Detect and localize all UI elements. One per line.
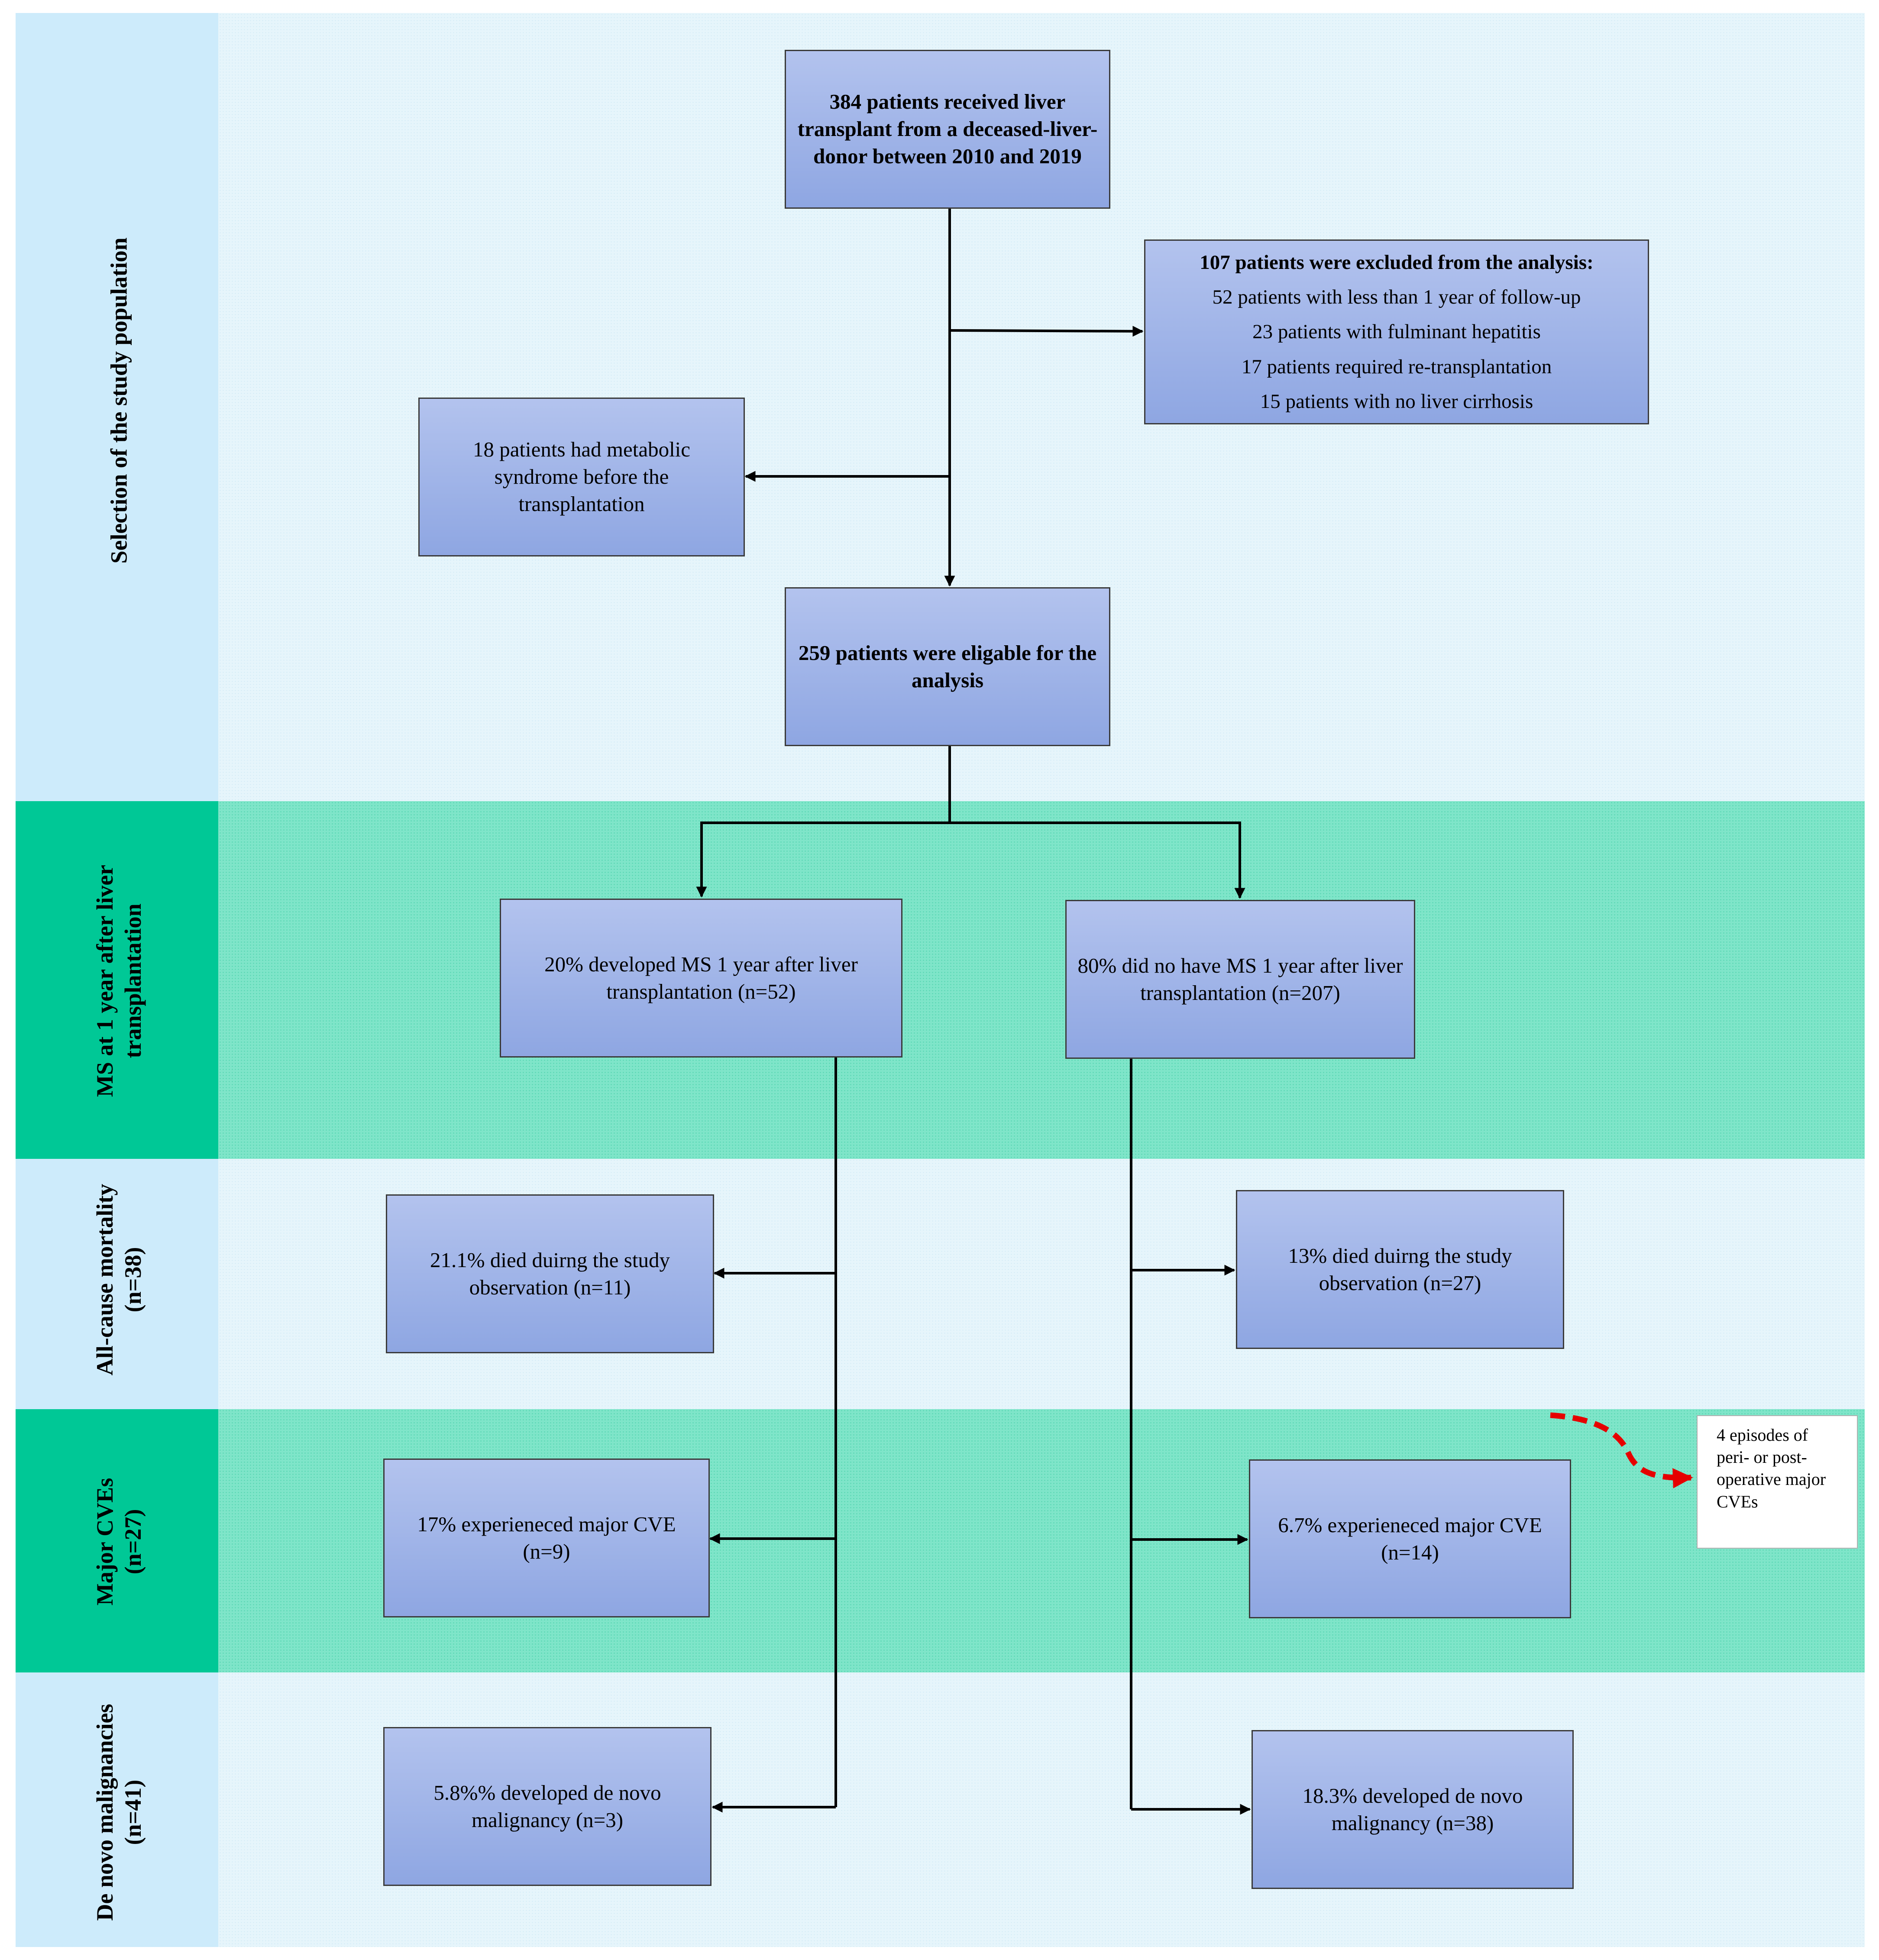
ms-yes-box: 20% developed MS 1 year after liver tran… (500, 899, 902, 1058)
initial-cohort-box: 384 patients received liver transplant f… (785, 50, 1110, 209)
cve-no-ms-box: 6.7% experieneced major CVE (n=14) (1249, 1459, 1571, 1618)
split-connector-right (950, 822, 1245, 899)
mortality-label-cell (16, 1159, 218, 1409)
initial-cohort-text: 384 patients received liver transplant f… (797, 90, 1098, 168)
note-arrow (1550, 1412, 1693, 1488)
cve-ms-box: 17% experieneced major CVE (n=9) (383, 1459, 710, 1617)
metabolic-syndrome-text: 18 patients had metabolic syndrome befor… (472, 437, 691, 516)
malignancy-no-ms-text: 18.3% developed de novo malignancy (n=38… (1302, 1783, 1523, 1835)
ms-label-cell (16, 801, 218, 1159)
excluded-title: 107 patients were excluded from the anal… (1200, 251, 1594, 274)
excluded-reason: 15 patients with no liver cirrhosis (1260, 390, 1533, 413)
excluded-box: 107 patients were excluded from the anal… (1144, 239, 1649, 424)
cve-no-ms-text: 6.7% experieneced major CVE (n=14) (1278, 1513, 1542, 1564)
died-ms-box: 21.1% died duirng the study observation … (386, 1194, 714, 1353)
malignancy-no-ms-box: 18.3% developed de novo malignancy (n=38… (1252, 1730, 1574, 1889)
split-connector (696, 746, 951, 898)
died-no-ms-text: 13% died duirng the study observation (n… (1288, 1243, 1512, 1295)
excluded-reason: 23 patients with fulminant hepatitis (1252, 320, 1541, 343)
excluded-connector (949, 326, 1144, 337)
ms-no-text: 80% did no have MS 1 year after liver tr… (1077, 953, 1403, 1005)
cve-label-cell (16, 1409, 218, 1672)
died-ms-text: 21.1% died duirng the study observation … (430, 1248, 670, 1299)
malignancy-ms-text: 5.8%% developed de novo malignancy (n=3) (433, 1780, 661, 1832)
selection-label-cell (16, 13, 218, 801)
perioperative-cve-note-text: 4 episodes of peri- or post-operative ma… (1717, 1425, 1826, 1511)
ms-yes-text: 20% developed MS 1 year after liver tran… (544, 952, 858, 1003)
malignancy-ms-box: 5.8%% developed de novo malignancy (n=3) (383, 1727, 711, 1886)
eligible-box: 259 patients were eligable for the analy… (785, 587, 1110, 746)
ms-no-box: 80% did no have MS 1 year after liver tr… (1065, 900, 1415, 1059)
excluded-reason: 17 patients required re-transplantation (1241, 355, 1552, 378)
malignancy-label-cell (16, 1672, 218, 1947)
perioperative-cve-note: 4 episodes of peri- or post-operative ma… (1697, 1415, 1858, 1549)
cve-ms-text: 17% experieneced major CVE (n=9) (417, 1512, 676, 1563)
excluded-reason: 52 patients with less than 1 year of fol… (1212, 286, 1581, 309)
metabolic-syndrome-box: 18 patients had metabolic syndrome befor… (418, 398, 745, 556)
died-no-ms-box: 13% died duirng the study observation (n… (1236, 1190, 1564, 1349)
eligible-text: 259 patients were eligable for the analy… (798, 640, 1097, 692)
ms-band (16, 801, 1865, 1159)
